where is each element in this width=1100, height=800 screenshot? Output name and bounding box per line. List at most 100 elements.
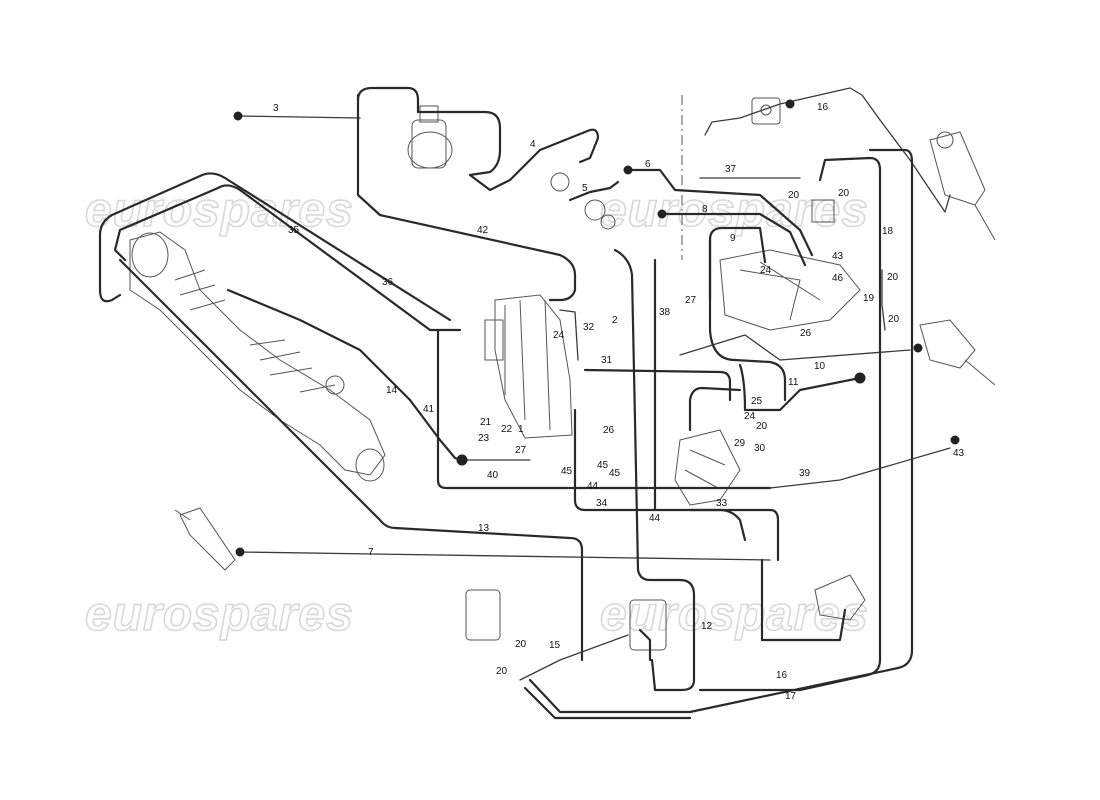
pipe-34 [573,408,747,542]
callout-26-center: 26 [603,425,615,436]
top-right-caliper-part [929,131,996,241]
pipe-7-fitting [235,547,245,557]
pipe-17 [523,686,692,720]
callout-38: 38 [659,307,671,318]
pipe-15 [519,634,629,681]
pipe-6 [623,168,814,257]
callout-30: 30 [754,443,766,454]
callout-42: 42 [477,225,489,236]
callout-20-e: 20 [756,421,768,432]
top-center-fittings-part [550,172,835,230]
watermark-bottom-right: eurospares [600,588,869,641]
pipe-31 [583,368,732,402]
callout-44-b: 44 [649,513,661,524]
callout-12: 12 [701,621,713,632]
callout-4: 4 [530,139,536,150]
callout-15: 15 [549,640,561,651]
lower-valve-part [674,429,741,506]
callout-6: 6 [645,159,651,170]
pipe-11 [738,363,862,412]
callout-11: 11 [788,377,799,388]
callout-31: 31 [601,355,613,366]
pipe-9 [708,226,767,302]
callout-1: 1 [518,424,524,435]
watermark-bottom-left: eurospares [85,588,354,641]
pipe-16-17 [528,148,914,714]
pipe-3 [237,115,361,119]
callout-39: 39 [799,468,811,479]
pipe-8-fitting [657,209,667,219]
pipe-right-lower [760,558,847,642]
callout-24-lower: 24 [744,411,756,422]
watermark-top-right: eurospares [600,184,869,237]
pipe-4 [468,128,600,192]
callout-46: 46 [832,273,844,284]
callout-25: 25 [751,396,763,407]
callout-2: 2 [612,315,618,326]
callout-20-b: 20 [838,188,850,199]
callout-27-center: 27 [515,445,527,456]
pipe-6-fitting [623,165,633,175]
pipe-loop-top [356,86,502,177]
bottom-left-caliper-part [174,507,236,571]
pipe-36 [113,184,462,332]
callout-32: 32 [583,322,595,333]
pipe-11-fitting [854,372,866,384]
callout-14: 14 [386,385,398,396]
pipe-16-top [704,87,951,213]
callout-43-right: 43 [953,448,965,459]
pipe-7 [239,551,771,561]
callout-40: 40 [487,470,499,481]
callout-17: 17 [785,691,797,702]
callout-45-c: 45 [609,468,621,479]
callout-24-center: 24 [553,330,565,341]
callout-43-top: 43 [832,251,844,262]
callout-20-g: 20 [496,666,508,677]
callout-21: 21 [480,417,492,428]
callout-8: 8 [702,204,708,215]
pipe-13 [118,258,584,662]
callout-3: 3 [273,103,279,114]
brake-valve-part [719,249,861,331]
pipe-12 [638,628,652,662]
callout-41: 41 [423,404,435,415]
callout-20-d: 20 [888,314,900,325]
callout-19: 19 [863,293,875,304]
callout-36: 36 [382,277,394,288]
components [129,97,996,651]
pipe-39 [769,447,951,489]
callout-7: 7 [368,547,374,558]
callout-16-top: 16 [817,102,829,113]
callout-45-a: 45 [561,466,573,477]
top-bracket-part [751,97,781,125]
callout-44-a: 44 [587,481,599,492]
callout-37: 37 [725,164,737,175]
callout-29: 29 [734,438,746,449]
callout-20-f: 20 [515,639,527,650]
callout-labels: 3 4 5 6 37 16 8 9 20 20 18 42 35 36 43 4… [273,102,965,702]
callout-26-top: 26 [800,328,812,339]
callout-20-a: 20 [788,190,800,201]
pipe-33 [688,508,780,562]
fitting-16-top [785,99,795,109]
callout-23: 23 [478,433,490,444]
right-fitting-part [919,319,996,386]
fitting-10-end [913,343,923,353]
pipe-35 [98,172,452,322]
pipe-lower-loop [688,386,742,432]
callout-27-top: 27 [685,295,697,306]
pipe-5 [568,180,620,202]
callout-20-c: 20 [887,272,899,283]
callout-34: 34 [596,498,608,509]
pipe-25 [708,238,787,402]
callout-16-bottom: 16 [776,670,788,681]
callout-18: 18 [882,226,894,237]
callout-24-top: 24 [760,265,772,276]
pedal-box-part [484,294,573,439]
fitting-43-end [950,435,960,445]
steering-rack-part [129,231,386,482]
pipe-20-right [881,269,886,331]
pipe-8 [658,212,807,267]
master-cylinder-part [407,105,453,169]
